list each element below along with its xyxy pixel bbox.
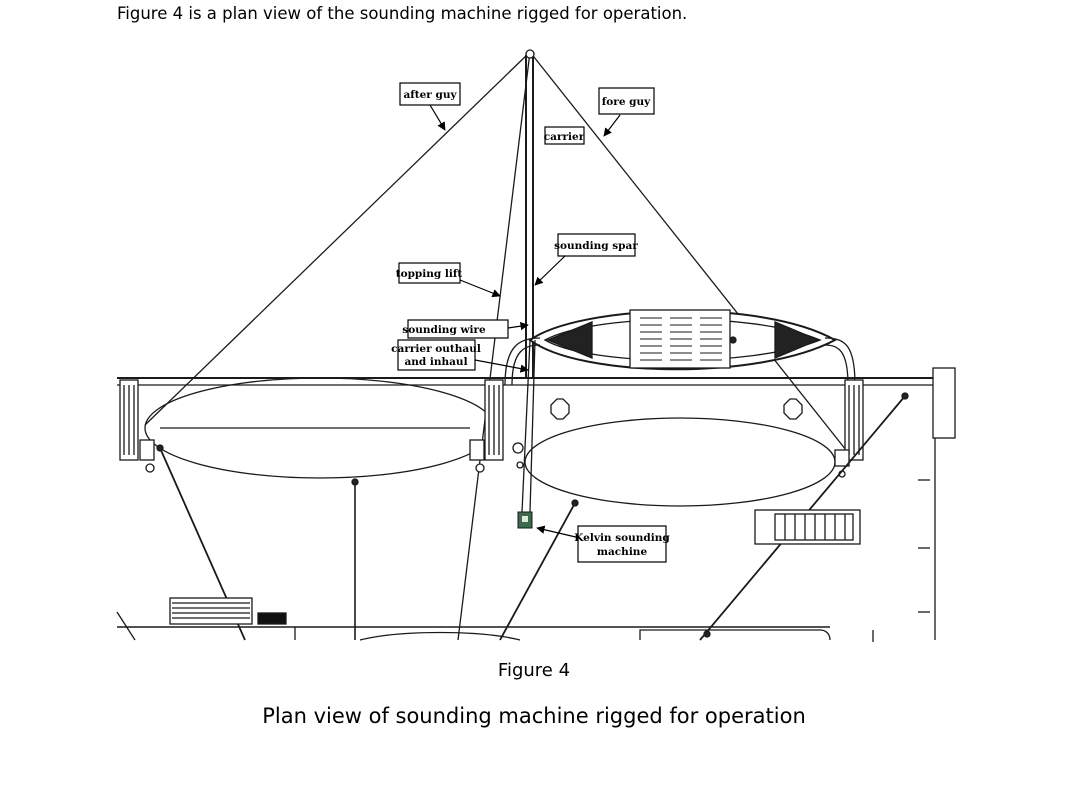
deck-grating-left bbox=[169, 597, 253, 625]
figure-number: Figure 4 bbox=[497, 660, 571, 681]
deck-oval-right bbox=[524, 417, 836, 507]
carrier-outhaul-arrow bbox=[474, 359, 529, 373]
after-guy-label-box bbox=[399, 82, 461, 106]
stanchion-mid bbox=[469, 379, 524, 473]
fore-guy-label-box bbox=[598, 87, 655, 115]
fore-guy-arrow bbox=[603, 114, 621, 137]
sounding-wire-arrow bbox=[507, 321, 529, 331]
kelvin-label-box bbox=[577, 525, 667, 563]
stanchion-left bbox=[119, 379, 155, 473]
topping-lift-line bbox=[457, 51, 531, 641]
kelvin-label-line2: machine bbox=[597, 546, 648, 558]
after-guy-line bbox=[144, 51, 531, 426]
fore-guy-line bbox=[529, 51, 851, 456]
kelvin-arrow bbox=[536, 525, 581, 539]
carrier-outhaul-label-box bbox=[397, 339, 476, 371]
ventilator-left bbox=[550, 398, 570, 420]
figure-caption: Plan view of sounding machine rigged for… bbox=[262, 704, 806, 728]
carrier-outhaul-label-line2: and inhaul bbox=[404, 356, 467, 368]
stanchion-right bbox=[834, 379, 864, 478]
sounding-wire-label-box bbox=[407, 319, 509, 339]
davit-left bbox=[504, 337, 541, 386]
stay-line-3 bbox=[499, 502, 576, 641]
deckhouse-end bbox=[932, 367, 956, 439]
topping-lift-label: topping lift bbox=[396, 268, 463, 280]
after-guy-label: after guy bbox=[403, 89, 457, 101]
carrier-label: carrier bbox=[544, 131, 585, 143]
sounding-spar-arrow bbox=[534, 255, 566, 286]
kelvin-machine-icon bbox=[517, 511, 533, 529]
topping-lift-label-box bbox=[398, 262, 461, 284]
ships-boat bbox=[528, 309, 838, 371]
kelvin-label-line1: Kelvin sounding bbox=[574, 532, 670, 544]
ventilator-right bbox=[783, 398, 803, 420]
sounding-spar-label-box bbox=[557, 233, 636, 257]
topping-lift-arrow bbox=[459, 279, 501, 298]
carrier-outhaul-label-line1: carrier outhaul bbox=[391, 343, 481, 355]
sounding-spar-label: sounding spar bbox=[554, 240, 638, 252]
spar-head-fitting bbox=[525, 49, 535, 59]
davit-right bbox=[824, 337, 856, 386]
intro-text: Figure 4 is a plan view of the sounding … bbox=[117, 4, 688, 23]
carrier-label-box bbox=[544, 126, 585, 145]
sounding-wire-label: sounding wire bbox=[402, 324, 486, 336]
after-guy-arrow bbox=[429, 104, 446, 131]
fore-guy-label: fore guy bbox=[602, 96, 651, 108]
